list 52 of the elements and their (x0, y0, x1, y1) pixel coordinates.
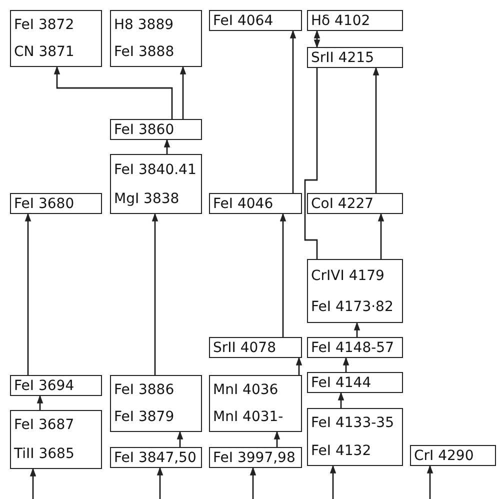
line-label: FeI 3694 (14, 376, 76, 394)
line-label: SrII 4078 (213, 338, 277, 356)
line-label: FeI 3879 (114, 408, 176, 426)
line-label: FeI 3847,50 (114, 448, 198, 466)
arrow (54, 66, 173, 119)
arrow (250, 466, 256, 499)
line-label: Hδ 4102 (311, 12, 372, 30)
arrow (372, 66, 380, 193)
line-label: FeI 4133-35 (311, 414, 395, 432)
line-label: SrII 4215 (311, 48, 375, 66)
arrow (280, 212, 286, 337)
line-label: FeI 3840.41 (114, 160, 198, 178)
arrow (314, 30, 320, 48)
line-label: FeI 4173·82 (311, 298, 394, 316)
line-label: FeI 3872 (14, 16, 76, 34)
line-label: MnI 4031- (213, 408, 284, 426)
line-label: H8 3889 (114, 16, 175, 34)
arrow (164, 138, 170, 154)
arrow (296, 356, 302, 375)
line-label: FeI 3997,98 (213, 448, 296, 466)
line-label: FeI 3886 (114, 380, 176, 399)
line-label: CN 3871 (14, 43, 76, 62)
line-label: FeI 3860 (114, 120, 176, 138)
arrow (156, 466, 164, 499)
line-label: FeI 4064 (213, 12, 274, 30)
arrow (330, 464, 336, 499)
arrow (354, 322, 360, 337)
line-label: CrI 4290 (414, 446, 475, 464)
line-label: FeI 3680 (14, 194, 76, 212)
arrow (30, 468, 36, 499)
arrow (378, 212, 384, 259)
line-label: MnI 4036 (213, 380, 280, 399)
line-label: FeI 4148-57 (311, 338, 395, 356)
arrow (338, 392, 344, 408)
line-label: FeI 3687 (14, 416, 76, 434)
arrow (290, 30, 296, 193)
line-label: CrIVI 4179 (311, 266, 386, 284)
line-label: MgI 3838 (114, 190, 180, 208)
line-label: FeI 4046 (213, 194, 274, 212)
arrow (342, 356, 350, 372)
arrow (152, 212, 158, 375)
line-label: FeI 4132 (311, 442, 372, 460)
arrow (274, 430, 280, 447)
arrow (24, 212, 32, 375)
arrow (36, 394, 44, 410)
line-label: CoI 4227 (311, 194, 375, 212)
arrow (176, 430, 184, 447)
arrow (426, 464, 434, 499)
line-label: TiII 3685 (14, 444, 76, 463)
line-label: FeI 4144 (311, 374, 372, 392)
arrow (180, 66, 186, 119)
line-label: FeI 3888 (114, 43, 176, 62)
